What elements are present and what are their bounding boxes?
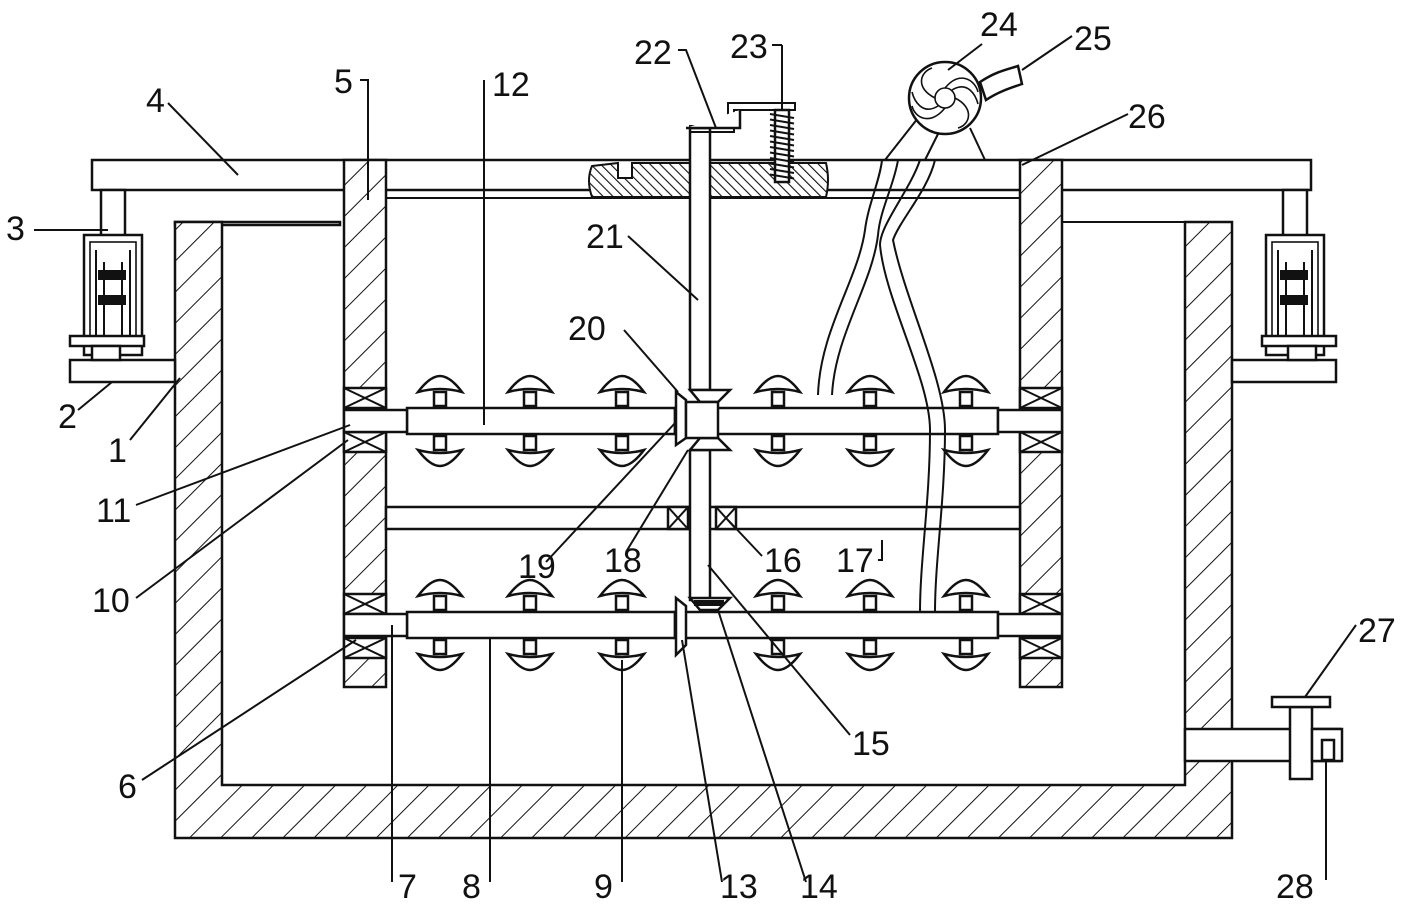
label-23: 23 <box>730 28 768 66</box>
label-6: 6 <box>118 768 137 806</box>
label-8: 8 <box>462 868 481 906</box>
lower-left-roller <box>405 610 677 640</box>
label-4: 4 <box>146 82 165 120</box>
label-2: 2 <box>58 398 77 436</box>
leader-26 <box>1021 113 1129 166</box>
spring <box>769 45 795 184</box>
leader-6 <box>141 639 357 781</box>
leader-13 <box>681 639 723 883</box>
leader-19 <box>545 421 677 563</box>
label-15: 15 <box>852 725 890 763</box>
label-18: 18 <box>604 542 642 580</box>
leader-1 <box>129 377 181 441</box>
label-11: 11 <box>96 492 131 530</box>
beam-bearing-left <box>666 505 690 531</box>
left-support-plate <box>68 358 177 384</box>
leader-17 <box>878 540 883 561</box>
upper-vertical-shaft <box>688 126 712 392</box>
label-20: 20 <box>568 310 606 348</box>
leader-lines <box>34 35 1357 883</box>
label-19: 19 <box>518 548 556 586</box>
pump <box>907 60 986 161</box>
label-27: 27 <box>1358 612 1396 650</box>
lower-vertical-shaft <box>688 448 712 602</box>
label-17: 17 <box>836 542 874 580</box>
leader-5 <box>360 79 369 200</box>
leader-16 <box>727 519 763 557</box>
inlet-pipe <box>978 64 1024 102</box>
leader-21 <box>627 235 699 301</box>
leader-11 <box>135 424 351 506</box>
upper-bevel-gears <box>674 388 734 452</box>
leader-10 <box>135 439 349 599</box>
leader-14 <box>717 609 807 883</box>
label-1: 1 <box>108 432 127 470</box>
label-14: 14 <box>800 868 838 906</box>
leader-27 <box>1304 624 1357 698</box>
label-16: 16 <box>764 542 802 580</box>
label-22: 22 <box>634 34 672 72</box>
leader-25 <box>1021 35 1073 71</box>
label-10: 10 <box>92 582 130 620</box>
leader-20 <box>623 329 679 393</box>
leader-2 <box>77 381 113 411</box>
lower-left-stub <box>342 612 409 638</box>
label-26: 26 <box>1128 98 1166 136</box>
valve-handle <box>1270 695 1332 709</box>
label-7: 7 <box>398 868 417 906</box>
leader-4 <box>167 102 239 176</box>
left-support-assembly <box>68 188 177 384</box>
upper-right-roller <box>673 406 1000 436</box>
upper-left-roller <box>405 406 677 436</box>
right-support-assembly <box>1230 188 1338 384</box>
upper-right-stub <box>996 408 1064 434</box>
label-21: 21 <box>586 218 624 256</box>
label-12: 12 <box>492 66 530 104</box>
leader-22 <box>678 49 717 129</box>
hose-outer <box>817 159 883 396</box>
right-support-plate <box>1230 358 1338 384</box>
leader-24 <box>947 43 983 71</box>
stirring-paddles <box>414 374 992 672</box>
label-24: 24 <box>980 6 1018 44</box>
label-28: 28 <box>1276 868 1314 906</box>
hose-inner <box>878 159 932 613</box>
lower-right-stub <box>996 612 1064 638</box>
label-25: 25 <box>1074 20 1112 58</box>
wall-bearings <box>342 386 1064 660</box>
label-9: 9 <box>594 868 613 906</box>
valve-body <box>1288 705 1314 781</box>
label-13: 13 <box>720 868 758 906</box>
leader-15 <box>707 564 851 736</box>
leader-18 <box>625 449 689 553</box>
label-5: 5 <box>334 63 353 101</box>
upper-left-stub <box>342 408 409 434</box>
label-3: 3 <box>6 210 25 248</box>
